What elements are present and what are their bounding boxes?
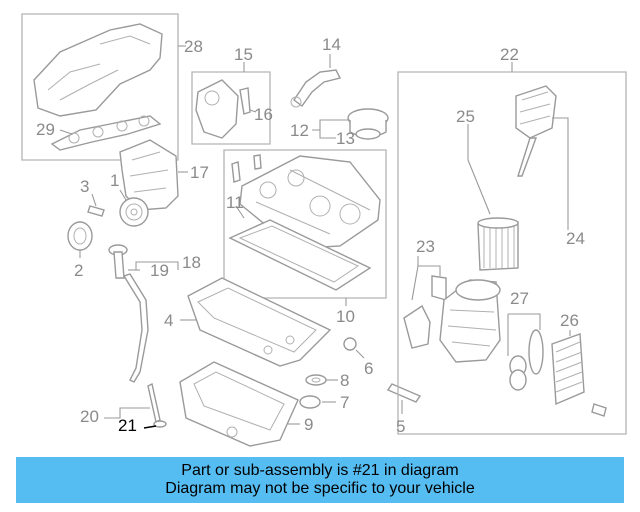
callout-20: 20 [80, 407, 99, 426]
callout-2: 2 [74, 261, 83, 280]
callout-16: 16 [254, 105, 273, 124]
bracket [195, 79, 239, 139]
callout-26: 26 [560, 311, 579, 330]
bracket-group [191, 62, 271, 145]
caption-line-2: Diagram may not be specific to your vehi… [165, 480, 475, 497]
valve-cover-group [223, 149, 387, 306]
filter-cap [515, 85, 569, 230]
callout-10: 10 [336, 307, 355, 326]
callout-3: 3 [80, 177, 89, 196]
caption-line-1: Part or sub-assembly is #21 in diagram [181, 462, 459, 479]
callout-19: 19 [150, 261, 169, 280]
callout-5: 5 [396, 417, 405, 436]
callout-14: 14 [322, 35, 341, 54]
pulley-bolt [87, 193, 105, 217]
callout-27: 27 [510, 289, 529, 308]
filter-housing [439, 279, 501, 363]
washers [299, 374, 338, 409]
callout-4: 4 [164, 311, 173, 330]
callout-23: 23 [416, 237, 435, 256]
lower-oil-pan [179, 361, 300, 447]
oil-filter-housing-frame [397, 71, 627, 435]
callout-25: 25 [456, 107, 475, 126]
callout-15: 15 [234, 45, 253, 64]
clip-5 [386, 383, 422, 414]
crankshaft-pulley [119, 189, 149, 227]
drain-plug-6 [343, 337, 365, 359]
caption-banner: Part or sub-assembly is #21 in diagram D… [16, 457, 624, 503]
callout-22: 22 [500, 45, 519, 64]
valve-cover-frame [223, 149, 387, 299]
dipstick-o-ring-21 [153, 420, 167, 428]
intake-manifold-frame [21, 13, 179, 161]
callout-18: 18 [182, 253, 201, 272]
callout-1: 1 [110, 171, 119, 190]
oil-filter-element [467, 124, 519, 271]
valve-cover-gasket [228, 219, 372, 291]
parts-diagram: 28 29 15 16 14 12 13 17 3 1 11 2 18 19 4… [21, 13, 627, 447]
intake-manifold-group [21, 13, 186, 161]
callout-9: 9 [304, 415, 313, 434]
intake-manifold [33, 23, 163, 117]
oil-cooler [551, 330, 607, 417]
callout-21: 21 [118, 416, 137, 435]
callout-24: 24 [566, 229, 585, 248]
breather-hose [290, 54, 342, 108]
callout-12: 12 [290, 121, 309, 140]
callout-29: 29 [36, 120, 55, 139]
callout-17: 17 [190, 163, 209, 182]
dipstick-assembly [104, 244, 179, 429]
callout-11: 11 [226, 193, 244, 212]
callout-13: 13 [336, 129, 355, 148]
timing-cover [119, 139, 188, 211]
o-rings [507, 313, 544, 391]
crank-seal [67, 221, 93, 258]
oil-filter-housing-group [397, 62, 627, 435]
callout-6: 6 [364, 359, 373, 378]
callout-8: 8 [340, 371, 349, 390]
bolt-16 [239, 87, 251, 115]
upper-oil-pan [180, 277, 332, 367]
callout-7: 7 [340, 393, 349, 412]
callout-28: 28 [184, 37, 203, 56]
housing-gaskets [403, 256, 447, 349]
intake-gasket [50, 115, 162, 151]
cover-bolt [231, 161, 241, 183]
oil-filler-cap [312, 108, 389, 140]
